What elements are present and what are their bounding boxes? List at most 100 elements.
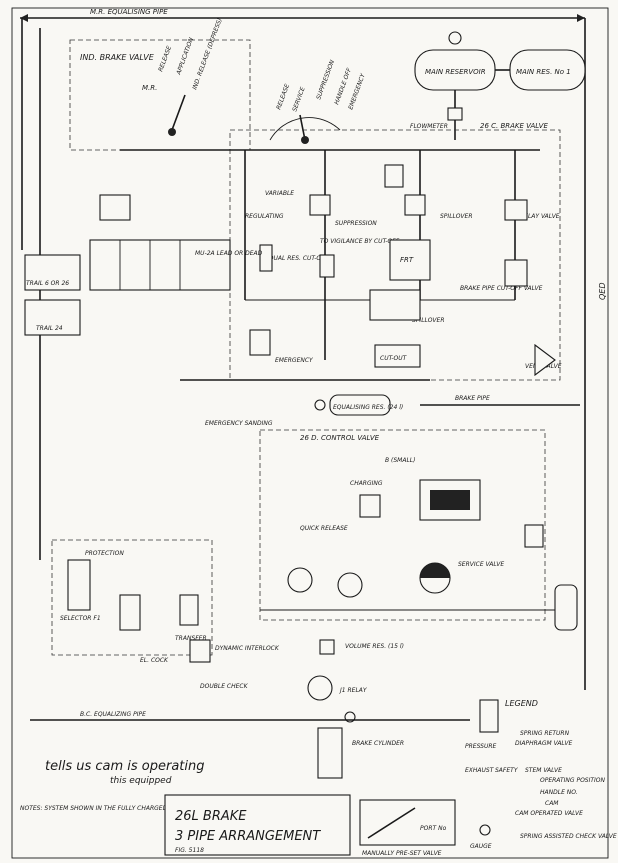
service-valve-half — [420, 563, 450, 578]
reservoir-gauge — [448, 31, 462, 45]
ind-release-label: IND. RELEASE (DEPRESS) — [191, 17, 223, 90]
selector-valve — [119, 594, 141, 631]
mu2a-valve — [89, 239, 231, 291]
legend-operating-position: OPERATING POSITION — [540, 777, 606, 784]
legend-cam: CAM — [545, 800, 559, 807]
volume-reservoir — [319, 639, 335, 655]
lead-valve — [99, 194, 131, 221]
main-reservoir-no1-label: MAIN RES. No 1 — [516, 68, 571, 76]
auto-brake-pivot — [301, 136, 309, 144]
figure-number: FIG. 5118 — [175, 847, 204, 854]
legend-safety: SAFETY — [495, 767, 519, 774]
spring-stack — [384, 164, 404, 188]
trail-6-or-26-label: TRAIL 6 OR 26 — [26, 280, 69, 287]
valve-symbol — [319, 254, 335, 278]
legend-handle-no: HANDLE NO. — [540, 789, 578, 796]
auto-brake-quadrant — [269, 117, 341, 141]
dynamic-interlock-label: DYNAMIC INTERLOCK — [215, 645, 280, 652]
handwritten-note: tells us cam is operating — [45, 759, 205, 774]
title-block — [164, 794, 351, 856]
auto-brake-handle — [299, 114, 306, 141]
trail-24-label: TRAIL 24 — [36, 325, 63, 332]
trail-6-or-26-cock — [24, 254, 81, 291]
regulating-valve — [309, 194, 331, 216]
flowmeter-label: FLOWMETER — [410, 123, 448, 130]
ind-brake-handle — [171, 94, 186, 131]
release2-label: RELEASE — [275, 83, 291, 111]
frt-label: FRT — [400, 256, 414, 264]
transfer-valve — [179, 594, 199, 626]
suppression2-label: SUPPRESSION — [335, 220, 377, 227]
trail-24-cock — [24, 299, 81, 336]
protection-enclosure — [51, 539, 213, 656]
qed-mark: QED — [598, 282, 607, 300]
legend-diaphragm-symbol — [479, 699, 499, 733]
j1-relay — [307, 675, 333, 701]
ind-brake-pivot — [168, 128, 176, 136]
notes-text: NOTES: SYSTEM SHOWN IN THE FULLY CHARGED… — [20, 805, 233, 812]
mr-equalising-pipe-label: M.R. EQUALISING PIPE — [90, 8, 168, 16]
b-small-label: B (SMALL) — [385, 457, 415, 464]
relay-valve-label: RELAY VALVE — [520, 213, 560, 220]
brake-cylinder — [317, 727, 343, 779]
cam-block — [369, 289, 421, 321]
legend-title: LEGEND — [505, 699, 538, 708]
bc-equalizing-pipe-label: B.C. EQUALIZING PIPE — [80, 711, 146, 718]
emergency-handle-label: EMERGENCY — [347, 72, 367, 111]
pipe-end-arrow — [577, 14, 585, 22]
control-reservoir-dark — [430, 490, 470, 510]
manually-preset-label: MANUALLY PRE-SET VALVE — [362, 850, 442, 857]
quick-release-valve — [287, 567, 313, 593]
manually-preset-valve — [359, 799, 456, 846]
j1-relay-label: J1 RELAY — [339, 687, 368, 694]
flowmeter — [447, 107, 463, 121]
brake-pipe-cutoff-label: BRAKE PIPE CUT-OFF VALVE — [460, 285, 543, 292]
control-valve-26d-label: 26 D. CONTROL VALVE — [300, 434, 380, 442]
legend-spring-assisted-check: SPRING ASSISTED CHECK VALVE — [520, 833, 617, 840]
handwritten-note-2: this equipped — [110, 776, 172, 786]
equalising-reservoir — [329, 394, 391, 416]
pipe-end-arrow — [20, 14, 28, 22]
control-valve-piston — [337, 572, 363, 598]
suppression-label: SUPPRESSION — [315, 59, 336, 101]
variable-label: VARIABLE — [265, 190, 294, 197]
control-valve-26d-enclosure — [259, 429, 546, 621]
equal-res-cutoff-label: EQUAL RES. CUT-OFF — [265, 255, 329, 262]
equalising-gauge — [314, 399, 326, 411]
mu2a-label: MU-2A LEAD OR DEAD — [195, 250, 263, 257]
brake-pipe-cutoff-valve — [504, 259, 528, 287]
legend-exhaust: EXHAUST — [465, 767, 495, 774]
selector-label: SELECTOR F1 — [60, 615, 101, 622]
quick-release-label: QUICK RELEASE — [300, 525, 348, 532]
relay-valve — [504, 199, 528, 221]
diagram-border — [11, 7, 609, 859]
legend-spring-return: SPRING RETURN — [520, 730, 570, 737]
double-check-label: DOUBLE CHECK — [200, 683, 249, 690]
auxiliary-reservoir — [554, 584, 578, 631]
regulating-label: REGULATING — [245, 213, 284, 220]
legend-gauge: GAUGE — [470, 843, 492, 850]
legend-stem-valve: STEM VALVE — [525, 767, 562, 774]
brake-valve-26c-label: 26 C. BRAKE VALVE — [480, 122, 548, 130]
main-reservoir-label: MAIN RESERVOIR — [425, 68, 486, 76]
application-label: APPLICATION — [175, 36, 195, 76]
b-valve — [524, 524, 544, 548]
release-label: RELEASE — [157, 45, 173, 73]
service-valve-label: SERVICE VALVE — [458, 561, 504, 568]
emergency-label: EMERGENCY — [275, 357, 314, 364]
volume-res-label: VOLUME RES. (15 l) — [345, 643, 404, 650]
transfer-label: TRANSFER — [175, 635, 207, 642]
valve-symbol — [259, 244, 273, 272]
cutout-label: CUT-OUT — [380, 355, 408, 362]
regulating-block — [389, 239, 431, 281]
ind-brake-valve-label: IND. BRAKE VALVE — [80, 53, 155, 62]
service-label: SERVICE — [291, 86, 306, 113]
spillover2-label: SPILLOVER — [412, 317, 444, 324]
charging-label: CHARGING — [350, 480, 383, 487]
vent-valve — [534, 343, 556, 377]
equalising-res-label: EQUALISING RES. (24 l) — [333, 404, 403, 411]
emergency-sanding-label: EMERGENCY SANDING — [205, 420, 273, 427]
legend-pressure: PRESSURE — [465, 743, 497, 750]
